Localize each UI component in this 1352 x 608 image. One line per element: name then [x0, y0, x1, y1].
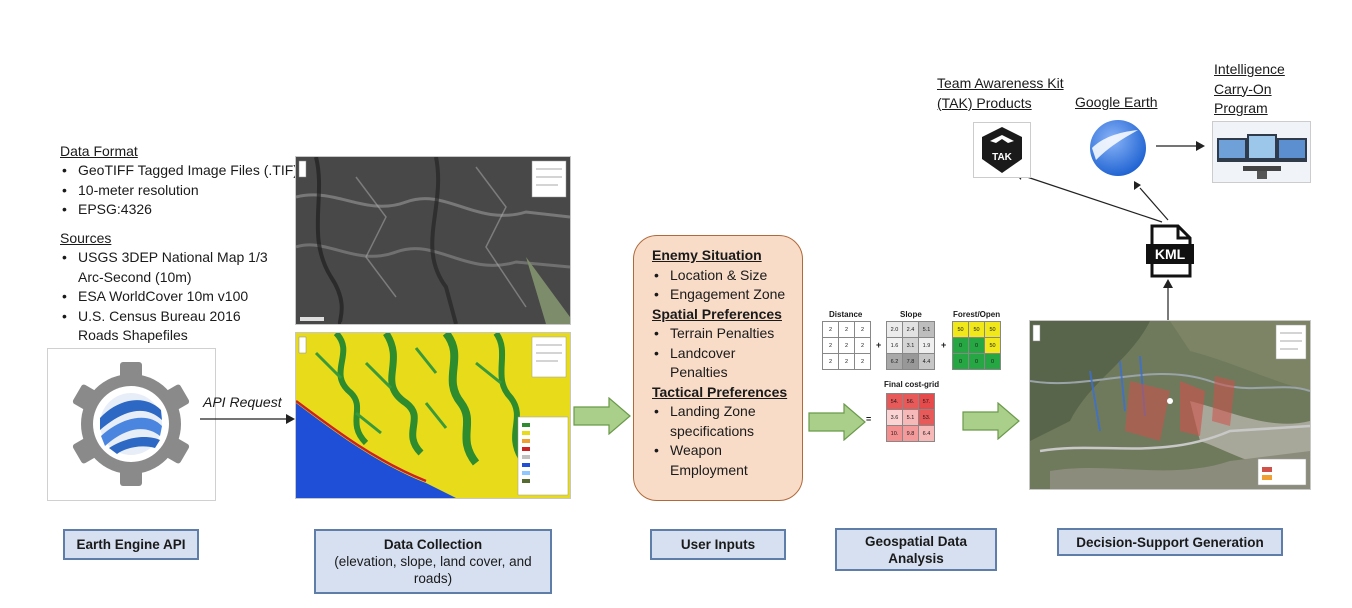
grid-cell: 53.: [918, 409, 935, 426]
grid-cell: 50: [952, 321, 969, 338]
input-item: Engagement Zone: [652, 285, 794, 305]
stage-data-collection: Data Collection (elevation, slope, land …: [314, 529, 552, 594]
grid-cell: 6.2: [886, 353, 903, 370]
grid-cell: 3.6: [886, 409, 903, 426]
google-earth-label: Google Earth: [1075, 94, 1158, 110]
grid-cell: 5.1: [902, 409, 919, 426]
grid-cell: 0: [968, 353, 985, 370]
grid-cell: 2: [854, 353, 871, 370]
grid-cell: 2: [822, 353, 839, 370]
source-item: U.S. Census Bureau 2016 Roads Shapefiles: [60, 307, 280, 346]
grid-cell: 7.8: [902, 353, 919, 370]
map-to-kml-arrow: [1163, 279, 1173, 320]
equals-sign: =: [866, 414, 872, 424]
plus-sign: +: [876, 340, 882, 350]
tactical-preferences-heading: Tactical Preferences: [652, 383, 788, 400]
data-format-item: GeoTIFF Tagged Image Files (.TIF): [60, 161, 300, 181]
input-item: Location & Size: [652, 266, 794, 286]
source-item: USGS 3DEP National Map 1/3 Arc-Second (1…: [60, 248, 280, 287]
enemy-situation-heading: Enemy Situation: [652, 247, 762, 263]
api-request-arrow: [200, 414, 295, 424]
data-format-item: 10-meter resolution: [60, 181, 300, 201]
api-request-label: API Request: [203, 394, 282, 410]
decision-support-map-image: [1029, 320, 1311, 490]
grid-cell: 50: [984, 337, 1001, 354]
grid-cell: 2.4: [902, 321, 919, 338]
stage-title: Data Collection: [383, 537, 483, 552]
grid-cell: 0: [952, 353, 969, 370]
earth-to-icop-arrow: [1156, 141, 1205, 151]
flow-arrow-1: [573, 397, 631, 435]
grid-cell: 0: [952, 337, 969, 354]
flow-arrow-3: [962, 402, 1020, 440]
sources-heading: Sources: [60, 230, 112, 246]
grid-cell: 4.4: [918, 353, 935, 370]
user-inputs-panel: Enemy Situation Location & Size Engageme…: [633, 235, 803, 501]
tak-icon-text: TAK: [992, 152, 1012, 163]
flow-arrow-2: [808, 403, 866, 441]
tak-icon: TAK: [973, 122, 1031, 178]
stage-decision-support: Decision-Support Generation: [1057, 528, 1283, 556]
grid-cell: 10.: [886, 425, 903, 442]
grid-cell: 50: [984, 321, 1001, 338]
elevation-map-image: [295, 156, 571, 325]
stage-subtitle: (elevation, slope, land cover, and roads…: [334, 554, 532, 586]
grid-cell: 2.0: [886, 321, 903, 338]
grid-cell: 9.8: [902, 425, 919, 442]
kml-text: KML: [1154, 246, 1186, 262]
grid-cell: 1.6: [886, 337, 903, 354]
landcover-map-image: [295, 332, 571, 499]
grid-cell: 2: [854, 337, 871, 354]
grid-cell: 54.: [886, 393, 903, 410]
grid-cell: 0: [984, 353, 1001, 370]
stage-title: Decision-Support Generation: [1076, 534, 1264, 550]
grid-cell: 0: [968, 337, 985, 354]
grid-cell: 2: [838, 353, 855, 370]
icop-label: Intelligence Carry-On Program: [1214, 61, 1285, 116]
grid-cell: 2: [854, 321, 871, 338]
stage-geospatial-analysis: Geospatial Data Analysis: [835, 528, 997, 571]
grid-cell: 50: [968, 321, 985, 338]
grid-cell: 2: [838, 321, 855, 338]
input-item: Weapon Employment: [652, 441, 794, 480]
source-item: ESA WorldCover 10m v100: [60, 287, 280, 307]
icop-workstation-image: [1212, 121, 1311, 183]
grid-cell: 6.4: [918, 425, 935, 442]
earth-engine-logo: [47, 348, 216, 501]
data-format-heading: Data Format: [60, 143, 138, 159]
grid-cell: 2: [822, 337, 839, 354]
final-cost-grid-label: Final cost-grid: [884, 380, 940, 389]
data-format-list: GeoTIFF Tagged Image Files (.TIF) 10-met…: [60, 161, 300, 220]
stage-user-inputs: User Inputs: [650, 529, 786, 560]
tak-products-label: Team Awareness Kit (TAK) Products: [937, 75, 1064, 111]
stage-title: User Inputs: [680, 537, 756, 552]
stage-title: Geospatial Data Analysis: [864, 533, 968, 566]
forest-open-grid-label: Forest/Open: [953, 310, 1001, 319]
input-item: Terrain Penalties: [652, 324, 794, 344]
data-format-item: EPSG:4326: [60, 200, 300, 220]
google-earth-icon: [1088, 118, 1148, 178]
stage-earth-engine-api: Earth Engine API: [63, 529, 199, 560]
input-item: Landcover Penalties: [652, 344, 794, 383]
grid-cell: 3.1: [902, 337, 919, 354]
sources-list: USGS 3DEP National Map 1/3 Arc-Second (1…: [60, 248, 280, 346]
grid-cell: 1.9: [918, 337, 935, 354]
slope-grid-label: Slope: [900, 310, 922, 319]
spatial-preferences-heading: Spatial Preferences: [652, 305, 782, 322]
grid-cell: 2: [838, 337, 855, 354]
grid-cell: 2: [822, 321, 839, 338]
kml-file-icon: KML: [1146, 224, 1194, 278]
stage-title: Earth Engine API: [76, 537, 186, 552]
grid-cell: 5.1: [918, 321, 935, 338]
plus-sign: +: [941, 340, 947, 350]
distance-grid-label: Distance: [829, 310, 863, 319]
grid-cell: 56.: [902, 393, 919, 410]
grid-cell: 57.: [918, 393, 935, 410]
input-item: Landing Zone specifications: [652, 402, 794, 441]
